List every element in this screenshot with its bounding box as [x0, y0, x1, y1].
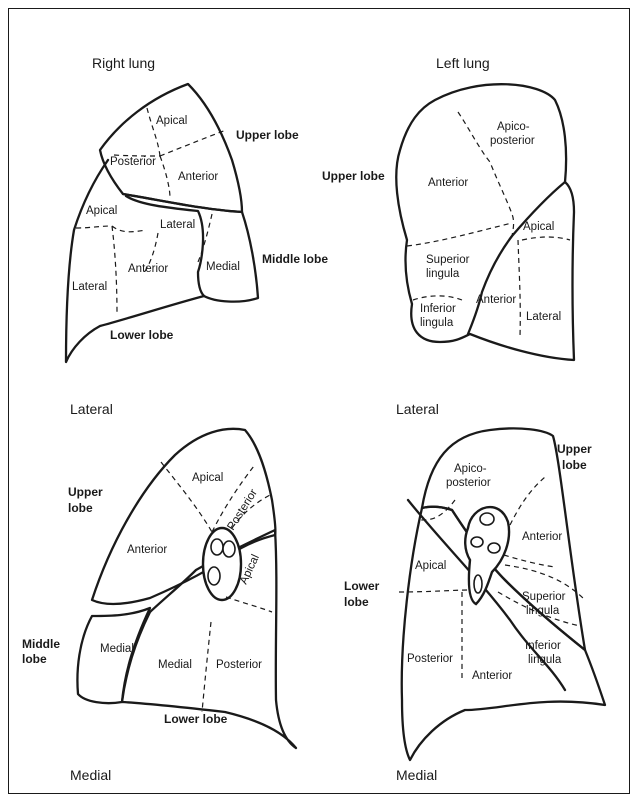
right-medial-middle-lobe-outline — [77, 608, 150, 703]
right-medial-middle-medial-label: Medial — [100, 643, 134, 655]
left-lateral-inferior-lingula-label-1: Inferior — [420, 303, 456, 315]
right-lung-title: Right lung — [92, 55, 155, 71]
left-medial-upper-lobe-label-2: lobe — [562, 458, 587, 472]
right-lateral-middle-lobe-label: Middle lobe — [262, 252, 328, 266]
right-lateral-upper-lobe-outline — [100, 84, 242, 212]
left-medial-vessel-3 — [474, 575, 482, 593]
right-medial-middle-lobe-label-2: lobe — [22, 652, 47, 666]
right-lateral-posterior-label: Posterior — [110, 156, 156, 168]
right-medial-vessel — [208, 567, 220, 585]
right-medial-lower-lobe-label: Lower lobe — [164, 712, 228, 726]
left-lateral-apico-label-1: Apico- — [497, 121, 530, 133]
right-lateral-lower-apical-label: Apical — [86, 205, 117, 217]
left-medial-vessel-2 — [488, 543, 500, 553]
left-lateral-inferior-lingula-label-2: lingula — [420, 317, 454, 329]
left-lung-lateral-view: Left lung Apico- posterior Upper lobe An… — [322, 55, 574, 417]
left-medial-apico-label-1: Apico- — [454, 463, 487, 475]
left-medial-inferior-lingula-label-1: Inferior — [525, 640, 561, 652]
right-medial-lower-medial-label: Medial — [158, 659, 192, 671]
left-lateral-superior-lingula-label-1: Superior — [426, 254, 470, 266]
left-lung-title: Left lung — [436, 55, 490, 71]
right-medial-bronchus-2 — [223, 541, 235, 557]
left-medial-lower-lobe-label-1: Lower — [344, 579, 380, 593]
left-medial-bronchus — [480, 513, 494, 525]
left-medial-inferior-lingula-label-2: lingula — [528, 654, 562, 666]
right-medial-upper-lobe-label-2: lobe — [68, 501, 93, 515]
left-lateral-anterior-label: Anterior — [428, 177, 468, 189]
right-lateral-horizontal-fissure — [126, 196, 204, 296]
right-medial-anterior-label: Anterior — [127, 544, 167, 556]
left-lateral-apical-label: Apical — [523, 221, 554, 233]
left-lung-medial-view: Upper lobe Apico- posterior Anterior Api… — [344, 428, 605, 783]
left-medial-vessel-1 — [471, 537, 483, 547]
right-lung-lateral-view: Right lung Apical Posterior Anterior Upp… — [66, 55, 328, 417]
left-medial-upper-anterior-label: Anterior — [522, 531, 562, 543]
right-medial-lower-posterior-label: Posterior — [216, 659, 262, 671]
right-lateral-middle-lateral-label: Lateral — [160, 219, 195, 231]
left-medial-apico-label-2: posterior — [446, 477, 491, 489]
right-medial-hilum — [203, 528, 241, 600]
right-medial-bronchus-1 — [211, 539, 223, 555]
right-lateral-lower-lobe-label: Lower lobe — [110, 328, 174, 342]
right-medial-view-caption: Medial — [70, 767, 111, 783]
left-medial-upper-lobe-label-1: Upper — [557, 442, 592, 456]
right-medial-upper-lobe-label-1: Upper — [68, 485, 103, 499]
right-medial-posterior-label: Posterior — [225, 487, 260, 533]
right-lateral-upper-lobe-label: Upper lobe — [236, 128, 299, 142]
left-medial-lower-anterior-label: Anterior — [472, 670, 512, 682]
left-medial-superior-lingula-label-1: Superior — [522, 591, 566, 603]
right-medial-middle-lobe-label-1: Middle — [22, 637, 60, 651]
left-lateral-upper-lobe-label: Upper lobe — [322, 169, 385, 183]
right-lateral-view-caption: Lateral — [70, 401, 113, 417]
left-medial-apical-label: Apical — [415, 560, 446, 572]
left-lateral-superior-lingula-label-2: lingula — [426, 268, 460, 280]
right-lateral-anterior-label: Anterior — [178, 171, 218, 183]
right-lateral-medial-label: Medial — [206, 261, 240, 273]
left-lateral-view-caption: Lateral — [396, 401, 439, 417]
right-medial-apical-label: Apical — [192, 472, 223, 484]
left-lateral-lateral-label: Lateral — [526, 311, 561, 323]
left-medial-lower-lobe-label-2: lobe — [344, 595, 369, 609]
left-medial-posterior-label: Posterior — [407, 653, 453, 665]
left-medial-view-caption: Medial — [396, 767, 437, 783]
left-medial-superior-lingula-label-2: lingula — [526, 605, 560, 617]
left-lateral-lower-anterior-label: Anterior — [476, 294, 516, 306]
right-lateral-apical-label: Apical — [156, 115, 187, 127]
left-lateral-apico-label-2: posterior — [490, 135, 535, 147]
right-lateral-lateral-label: Lateral — [72, 281, 107, 293]
right-lateral-lower-anterior-label: Anterior — [128, 263, 168, 275]
right-lung-medial-view: Apical Posterior Anterior Apical Upper l… — [22, 429, 296, 783]
